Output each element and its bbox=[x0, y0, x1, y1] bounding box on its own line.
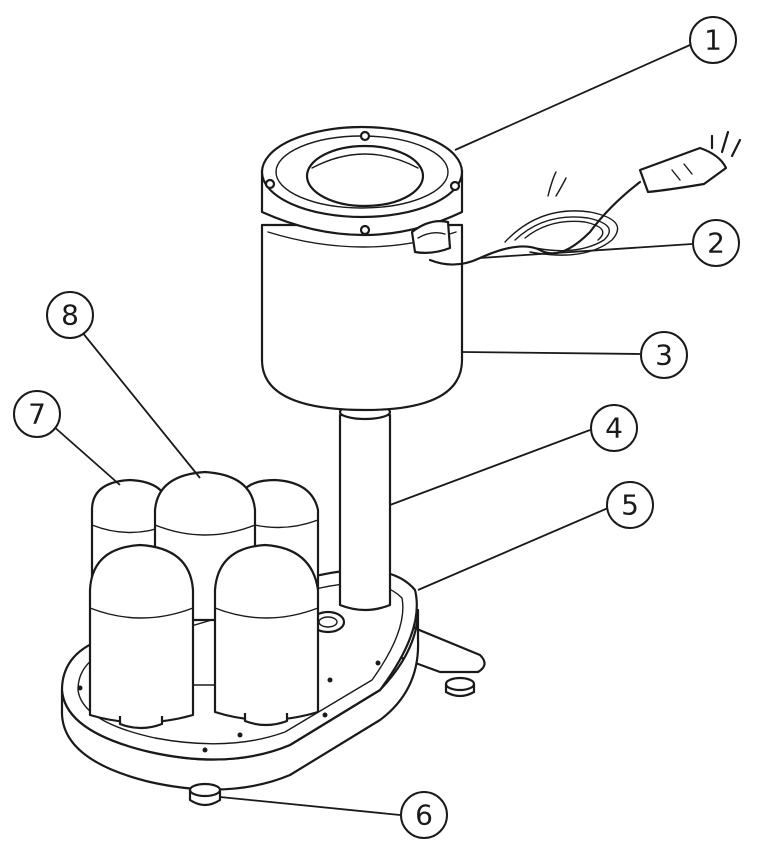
callout-label: 4 bbox=[605, 412, 623, 445]
callout-3: 3 bbox=[640, 331, 688, 379]
callout-label: 3 bbox=[655, 339, 673, 372]
callout-label: 5 bbox=[621, 489, 639, 522]
callout-1: 1 bbox=[689, 16, 737, 64]
top-cap bbox=[260, 125, 464, 254]
support-column bbox=[338, 403, 392, 612]
support-foot bbox=[188, 782, 222, 807]
callout-label: 8 bbox=[61, 299, 79, 332]
callout-8: 8 bbox=[46, 291, 94, 339]
callout-2: 2 bbox=[692, 219, 740, 267]
callout-4: 4 bbox=[590, 404, 638, 452]
sample-canisters bbox=[88, 470, 320, 730]
callout-6: 6 bbox=[400, 791, 448, 839]
callout-7: 7 bbox=[13, 390, 61, 438]
leader-lines bbox=[51, 44, 693, 816]
power-cord bbox=[428, 130, 742, 266]
callout-5: 5 bbox=[606, 481, 654, 529]
callout-label: 2 bbox=[707, 227, 725, 260]
callout-label: 6 bbox=[415, 799, 433, 832]
callout-label: 1 bbox=[704, 24, 722, 57]
callout-label: 7 bbox=[28, 398, 46, 431]
